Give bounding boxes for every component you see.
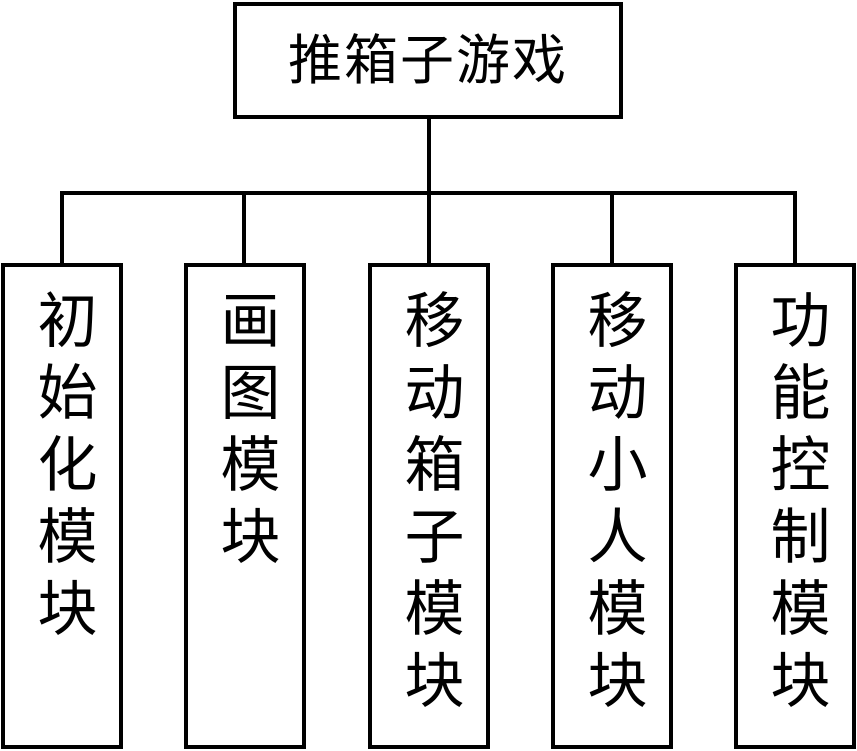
child-connector-3 (427, 191, 431, 264)
child-node-label: 移动小人模块 (577, 289, 647, 721)
child-node-function-control: 功能控制模块 (734, 263, 856, 749)
child-node-label: 移动箱子模块 (394, 289, 464, 721)
root-connector-vertical (427, 119, 431, 193)
child-node-move-box: 移动箱子模块 (368, 263, 490, 749)
child-node-draw: 画图模块 (184, 263, 306, 749)
child-connector-1 (60, 191, 64, 264)
root-node-label: 推箱子游戏 (288, 28, 568, 92)
root-node: 推箱子游戏 (233, 2, 623, 119)
child-node-label: 功能控制模块 (760, 289, 830, 721)
child-node-label: 画图模块 (210, 289, 280, 577)
child-connector-2 (242, 191, 246, 264)
child-connector-5 (793, 191, 797, 264)
child-node-label: 初始化模块 (27, 289, 97, 649)
child-connector-4 (610, 191, 614, 264)
child-node-move-player: 移动小人模块 (551, 263, 673, 749)
child-node-init: 初始化模块 (1, 263, 123, 749)
